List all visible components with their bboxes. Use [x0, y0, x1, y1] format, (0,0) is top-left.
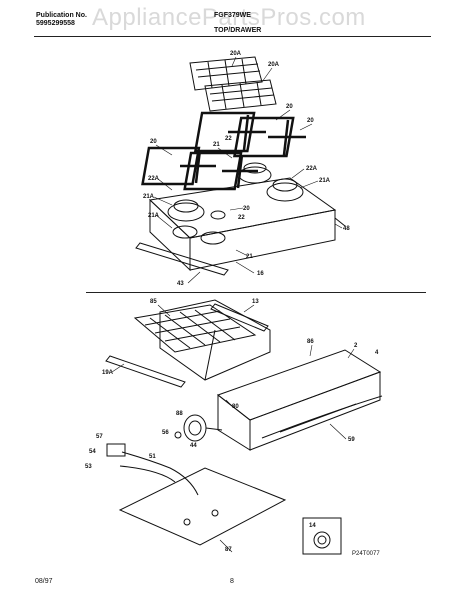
- callout-label: 57: [96, 434, 103, 440]
- callout-label: 85: [150, 299, 157, 305]
- bottom-plate-87: [118, 467, 287, 546]
- grate-20-right: [193, 111, 306, 158]
- callout-label: 48: [343, 226, 350, 232]
- callout-label: 22: [225, 136, 232, 142]
- leader-lines: [111, 56, 355, 553]
- header-rule: [34, 36, 431, 37]
- callout-label: 20A: [268, 62, 280, 68]
- section-divider: [86, 292, 426, 293]
- grate-20a-lower: [204, 79, 277, 112]
- callout-label: 4: [375, 350, 379, 356]
- callout-label: 21: [246, 254, 253, 260]
- callout-label: 43: [177, 281, 184, 287]
- callout-label: 21A: [148, 213, 160, 219]
- model-number: FGF379WE: [214, 12, 251, 19]
- callout-label: 53: [85, 464, 92, 470]
- drawer-front: [216, 349, 383, 451]
- callout-label: 22A: [306, 166, 318, 172]
- grate-20-left: [141, 146, 258, 191]
- drawer-callout-labels: 85 13 86 2 4 19A 59 80 88 44 56 57 54 53…: [85, 299, 379, 553]
- callout-label: 20: [307, 118, 314, 124]
- callout-label: 21A: [143, 194, 155, 200]
- callout-label: 21A: [319, 178, 331, 184]
- drawer-liner-86: [159, 299, 271, 381]
- figure-code: P24T0077: [352, 551, 380, 557]
- cooktop-body: [148, 177, 346, 272]
- callout-label: 88: [176, 411, 183, 417]
- top-callout-labels: 20A 20A 20 20 20 21 22 22A 21A 22A 21A 2…: [143, 51, 350, 287]
- callout-label: 21: [213, 142, 220, 148]
- section-title: TOP/DRAWER: [214, 27, 262, 34]
- callout-label: 80: [232, 404, 239, 410]
- callout-label: 16: [257, 271, 264, 277]
- callout-label: 20A: [230, 51, 242, 57]
- callout-label: 87: [225, 547, 232, 553]
- publication-number: 5995299558: [36, 20, 75, 27]
- drawer-rail-19a: [105, 355, 186, 388]
- callout-label: 44: [190, 443, 197, 449]
- callout-label: 22: [238, 215, 245, 221]
- callout-label: 20: [150, 139, 157, 145]
- knob-44: [183, 414, 223, 442]
- valve-assembly: [106, 431, 199, 496]
- grate-20a-upper: [189, 56, 263, 91]
- burner-heads: [167, 162, 304, 245]
- inset-part-label: 14: [309, 523, 316, 529]
- callout-label: 86: [307, 339, 314, 345]
- drawer-rail-13: [210, 303, 269, 332]
- callout-label: 19A: [102, 370, 114, 376]
- callout-label: 22A: [148, 176, 160, 182]
- callout-label: 51: [149, 454, 156, 460]
- watermark: AppliancePartsPros.com: [92, 4, 366, 31]
- footer-page: 8: [230, 578, 234, 585]
- callout-label: 20: [286, 104, 293, 110]
- inset-box: [302, 517, 342, 555]
- callout-label: 54: [89, 449, 96, 455]
- footer-date: 08/97: [35, 578, 53, 585]
- callout-label: 13: [252, 299, 259, 305]
- trim-strip-43: [135, 242, 229, 276]
- callout-label: 59: [348, 437, 355, 443]
- callout-label: 56: [162, 430, 169, 436]
- publication-label: Publication No.: [36, 12, 87, 19]
- callout-label: 20: [243, 206, 250, 212]
- callout-label: 2: [354, 343, 358, 349]
